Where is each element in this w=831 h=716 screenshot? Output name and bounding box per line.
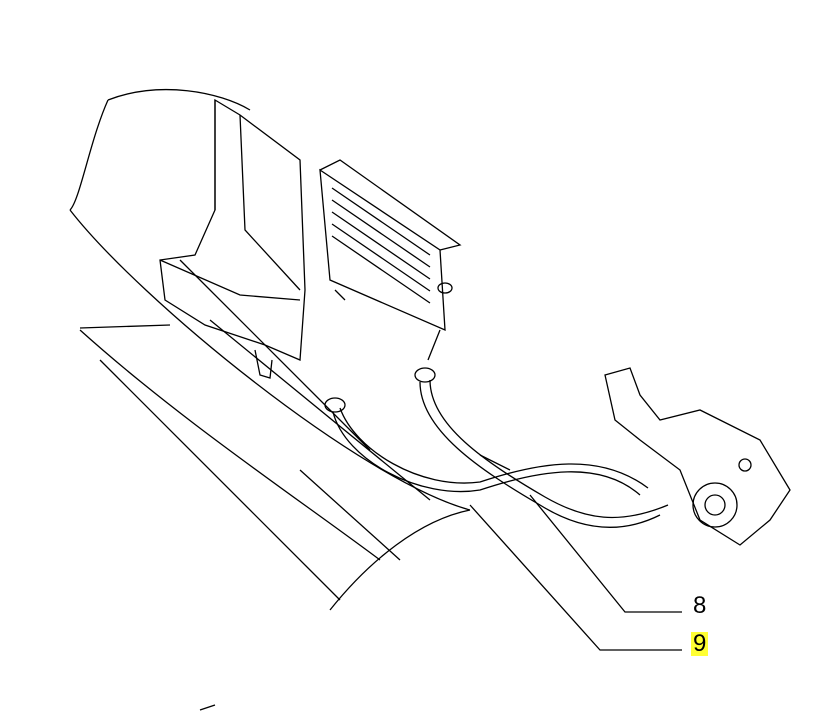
callout-9-highlighted: 9 [691, 630, 709, 657]
callout-8: 8 [693, 592, 707, 619]
car-body-outline [69, 88, 471, 711]
hoses [324, 367, 669, 528]
air-duct [79, 98, 306, 379]
oil-cooler [319, 159, 462, 361]
leader-lines [469, 494, 682, 651]
pump-assembly [604, 367, 791, 546]
